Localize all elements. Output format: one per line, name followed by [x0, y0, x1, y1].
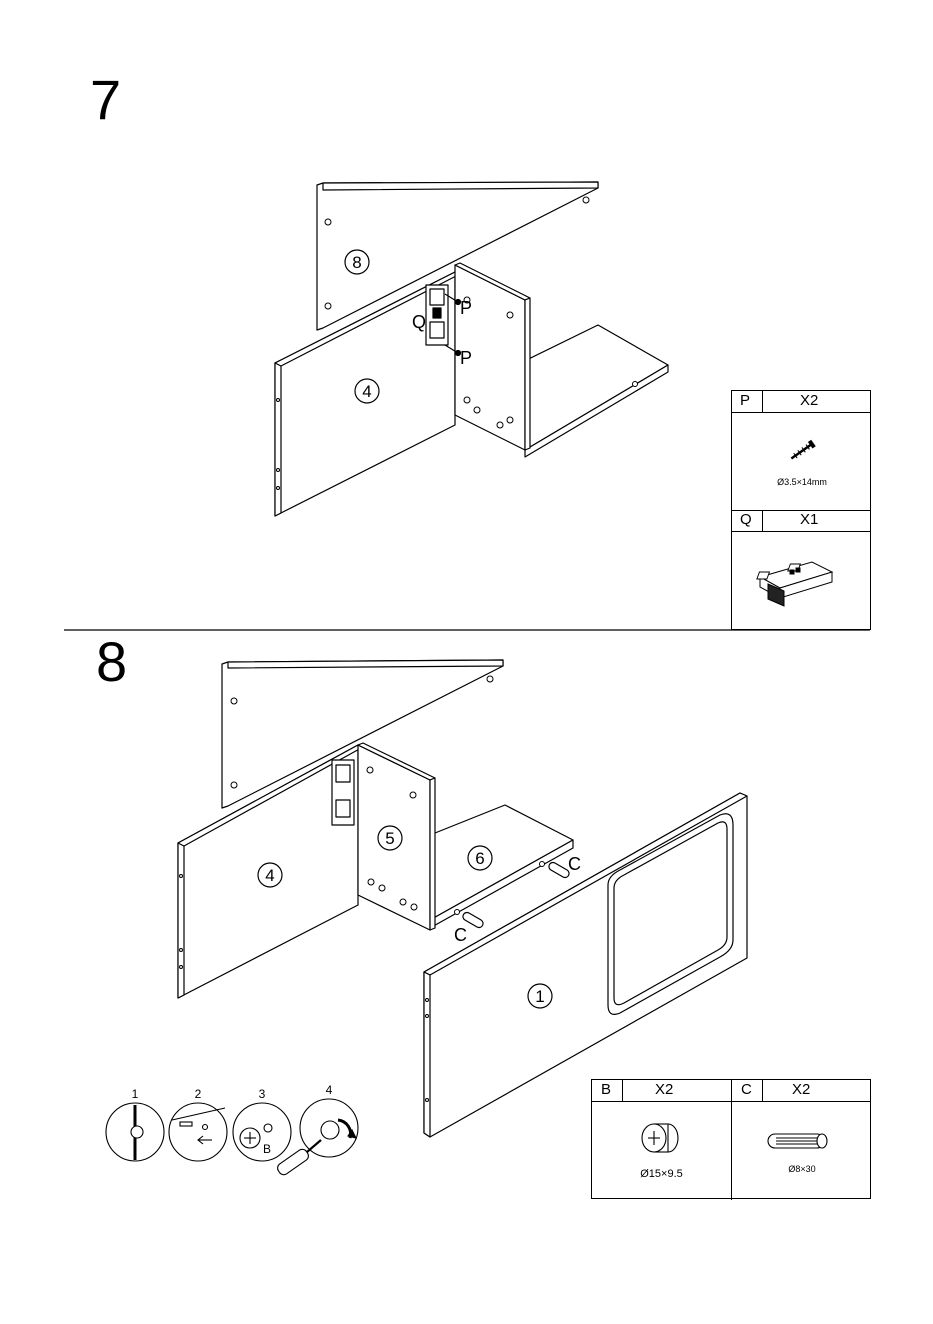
label-p-1: P — [460, 298, 472, 318]
mini-step-4-number: 4 — [326, 1083, 333, 1097]
hardware-spec-b: Ø15×9.5 — [592, 1168, 731, 1180]
cam-lock-instruction-sequence — [106, 1099, 358, 1177]
mini-step-2-diagram — [169, 1103, 227, 1161]
hardware-table-step7: P X2 Ø3.5×14mm Q X1 — [731, 390, 871, 630]
hardware-code-p: P — [740, 391, 750, 411]
mini-step-3-label: B — [263, 1142, 271, 1156]
part-number-4: 4 — [362, 382, 371, 401]
part-number-5: 5 — [385, 829, 394, 848]
mini-step-3-number: 3 — [259, 1087, 266, 1101]
power-outlet-icon — [732, 532, 872, 631]
hardware-qty-c: X2 — [792, 1080, 810, 1100]
mini-step-1-number: 1 — [132, 1087, 139, 1101]
cam-lock-icon — [592, 1102, 731, 1172]
hardware-code-q: Q — [740, 510, 752, 530]
hardware-qty-q: X1 — [800, 510, 818, 530]
hardware-spec-p: Ø3.5×14mm — [732, 477, 872, 487]
hardware-table-step8: B X2 C X2 Ø15×9.5 Ø8×30 — [591, 1079, 871, 1199]
hardware-spec-c: Ø8×30 — [732, 1164, 872, 1174]
window-cutout — [608, 814, 733, 1015]
part-number-8: 8 — [352, 253, 361, 272]
label-c-2: C — [454, 925, 467, 945]
mini-step-2-number: 2 — [195, 1087, 202, 1101]
label-q: Q — [412, 312, 426, 332]
hardware-qty-p: X2 — [800, 391, 818, 411]
part-number-1: 1 — [535, 987, 544, 1006]
wooden-dowel-icon — [732, 1120, 872, 1170]
label-c-1: C — [568, 854, 581, 874]
part-number-4-s8: 4 — [265, 866, 274, 885]
step-8-illustration — [178, 660, 747, 1137]
part-number-6: 6 — [475, 849, 484, 868]
screw-icon — [732, 413, 872, 513]
hardware-code-b: B — [601, 1080, 611, 1100]
label-p-2: P — [460, 348, 472, 368]
hardware-code-c: C — [741, 1080, 752, 1100]
hardware-qty-b: X2 — [655, 1080, 673, 1100]
